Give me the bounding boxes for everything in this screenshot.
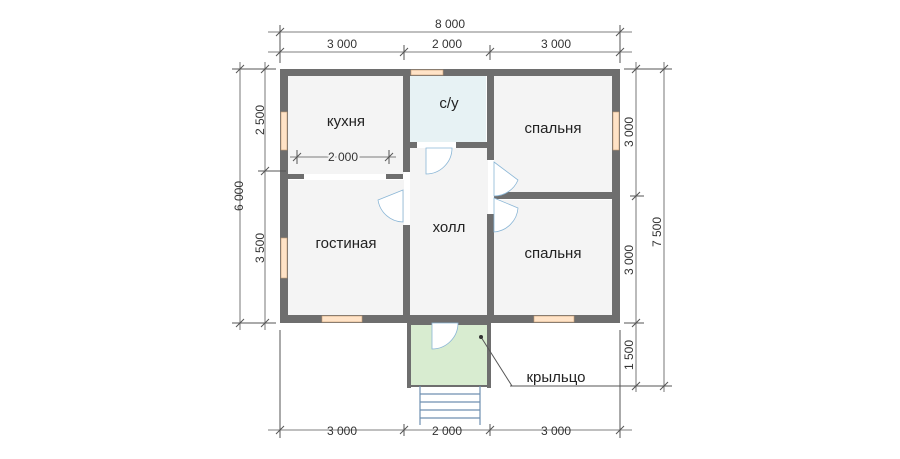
door-bedroom-bottom <box>493 197 519 233</box>
dim-top-total: 8 000 <box>435 17 465 31</box>
wall-living-hall <box>403 225 410 315</box>
door-entrance <box>431 322 459 350</box>
wall-kitchen-living-right <box>386 174 403 179</box>
dim-right-segment-1: 3 000 <box>622 117 636 147</box>
room-label-kitchen: кухня <box>327 113 365 130</box>
room-label-hall: холл <box>433 219 466 236</box>
door-bathroom <box>425 147 453 175</box>
wall-hall-bedroom-a <box>487 76 494 160</box>
door-bedroom-top <box>493 161 519 197</box>
window-left-living <box>280 237 288 279</box>
outer-wall-top <box>280 69 620 76</box>
dimension-bottom-segments <box>268 330 632 438</box>
wall-bath-hall-left <box>403 142 417 148</box>
dim-right-segment-3: 1 500 <box>622 340 636 370</box>
room-label-porch: крыльцо <box>526 369 585 386</box>
dim-kitchen-inner: 2 000 <box>328 150 358 164</box>
porch-leader <box>479 335 513 387</box>
dim-right-total: 7 500 <box>650 217 664 247</box>
hall-floor <box>410 148 488 315</box>
kitchen-floor <box>288 76 404 174</box>
dim-bottom-segment-2: 2 000 <box>432 424 462 438</box>
dimension-top-total <box>268 25 632 63</box>
dim-top-segment-3: 3 000 <box>541 37 571 51</box>
bedroom-top-floor <box>494 76 612 192</box>
window-left-kitchen <box>280 111 288 151</box>
room-label-bedroom-top: спальня <box>525 120 582 137</box>
room-label-bedroom-bottom: спальня <box>525 245 582 262</box>
dim-right-segment-2: 3 000 <box>622 245 636 275</box>
dim-left-total: 6 000 <box>232 181 246 211</box>
outer-wall-right <box>612 69 620 323</box>
dim-bottom-segment-3: 3 000 <box>541 424 571 438</box>
wall-bath-hall-right <box>456 142 494 148</box>
dimension-kitchen-inner <box>290 150 396 164</box>
window-bottom-living <box>321 315 363 323</box>
bathroom-floor <box>410 76 486 142</box>
room-label-living: гостиная <box>316 235 377 252</box>
wall-kitchen-living-left <box>288 174 304 179</box>
window-top-bath <box>410 69 444 76</box>
dim-top-segment-1: 3 000 <box>327 37 357 51</box>
wall-hall-bedroom-b <box>487 214 494 315</box>
outer-wall-bottom <box>280 315 620 323</box>
porch-wall-right <box>487 323 491 388</box>
window-right-bedroom <box>612 111 620 151</box>
door-kitchen-hall <box>377 189 404 223</box>
dim-left-segment-1: 2 500 <box>253 105 267 135</box>
wall-kitchen-bath <box>403 76 410 172</box>
outer-wall-left <box>280 69 288 323</box>
porch-wall-left <box>407 323 411 388</box>
dim-left-segment-2: 3 500 <box>253 233 267 263</box>
wall-bedrooms <box>494 192 612 199</box>
dim-top-segment-2: 2 000 <box>432 37 462 51</box>
room-label-bathroom: с/у <box>439 95 459 112</box>
dimension-left <box>232 62 286 330</box>
window-bottom-bedroom <box>533 315 575 323</box>
dimension-right <box>510 62 672 392</box>
porch-stairs <box>419 386 481 425</box>
dim-bottom-segment-1: 3 000 <box>327 424 357 438</box>
dimension-top-segments <box>268 45 632 60</box>
